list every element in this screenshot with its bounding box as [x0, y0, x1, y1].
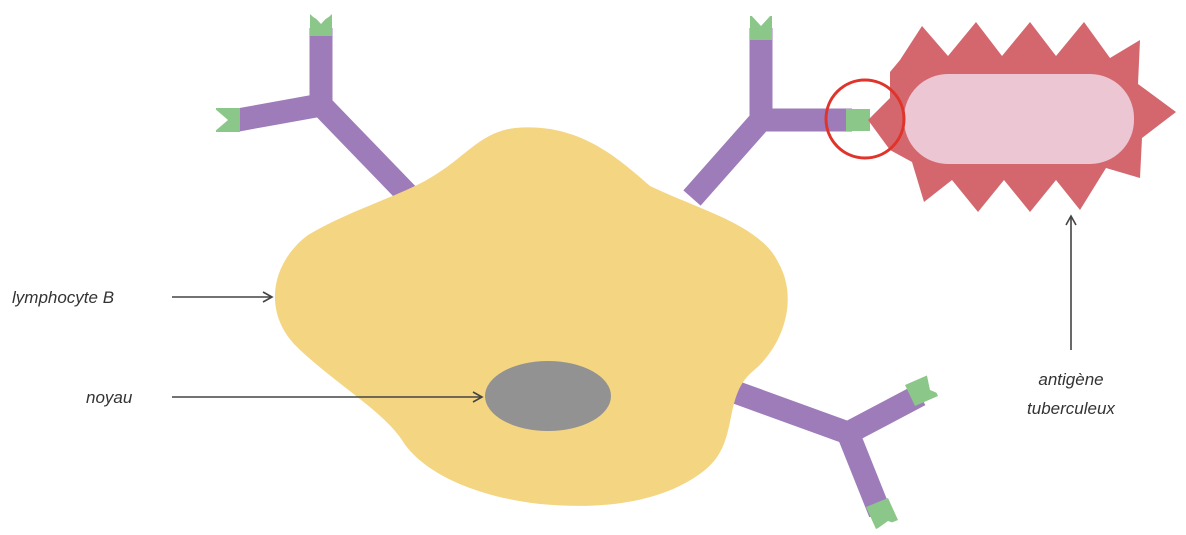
antibody-top-left: [214, 12, 408, 195]
antibody-top-right: [692, 14, 870, 198]
lymphocyte-label: lymphocyte B: [12, 288, 114, 307]
antibody-stem: [321, 105, 408, 195]
antibody-arm: [238, 105, 321, 120]
antigen-label-line1: antigène: [1038, 370, 1103, 389]
binding-site: [846, 109, 870, 131]
antibody-arm: [848, 433, 880, 513]
antibody-arm: [848, 395, 920, 433]
nucleus: [485, 361, 611, 431]
antigen-core: [904, 74, 1134, 164]
nucleus-label: noyau: [86, 388, 133, 407]
antigen-label-line2: tuberculeux: [1027, 399, 1115, 418]
antibody-bottom-right: [735, 371, 942, 531]
tuberculous-antigen: [868, 22, 1176, 212]
antibody-stem: [692, 120, 761, 198]
antibody-stem: [735, 392, 848, 433]
